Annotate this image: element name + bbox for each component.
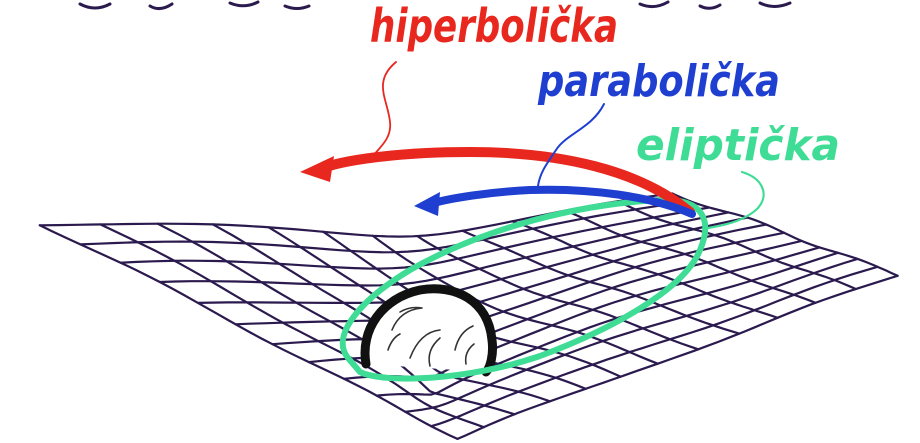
parabolic-trajectory: [414, 185, 696, 218]
grid-line-u: [461, 229, 741, 335]
central-mass: [360, 284, 497, 377]
grid-line-v: [234, 223, 768, 326]
grid-line-u: [563, 209, 817, 304]
elliptic-orbit: [339, 196, 709, 382]
hyperbolic-label: hiperbolička: [370, 0, 618, 53]
parabolic-pointer: [537, 103, 605, 187]
spacetime-grid: [38, 192, 899, 440]
hyperbolic-arrowhead: [300, 156, 334, 182]
hyperbolic-trajectory: [300, 147, 695, 217]
elliptic-label: eliptička: [636, 120, 840, 171]
parabolic-arrowhead: [414, 192, 440, 216]
cropped-title-fragment: [78, 0, 792, 11]
grid-line-v: [158, 211, 730, 287]
hyperbolic-pointer: [369, 61, 397, 161]
grid-line-v: [456, 274, 899, 440]
grid-line-v: [404, 257, 859, 413]
grid-line-v: [375, 251, 840, 397]
grid-line-v: [79, 200, 692, 254]
parabolic-label: parabolička: [537, 56, 780, 107]
elliptic-pointer: [706, 170, 765, 230]
grid-line-v: [430, 265, 879, 428]
